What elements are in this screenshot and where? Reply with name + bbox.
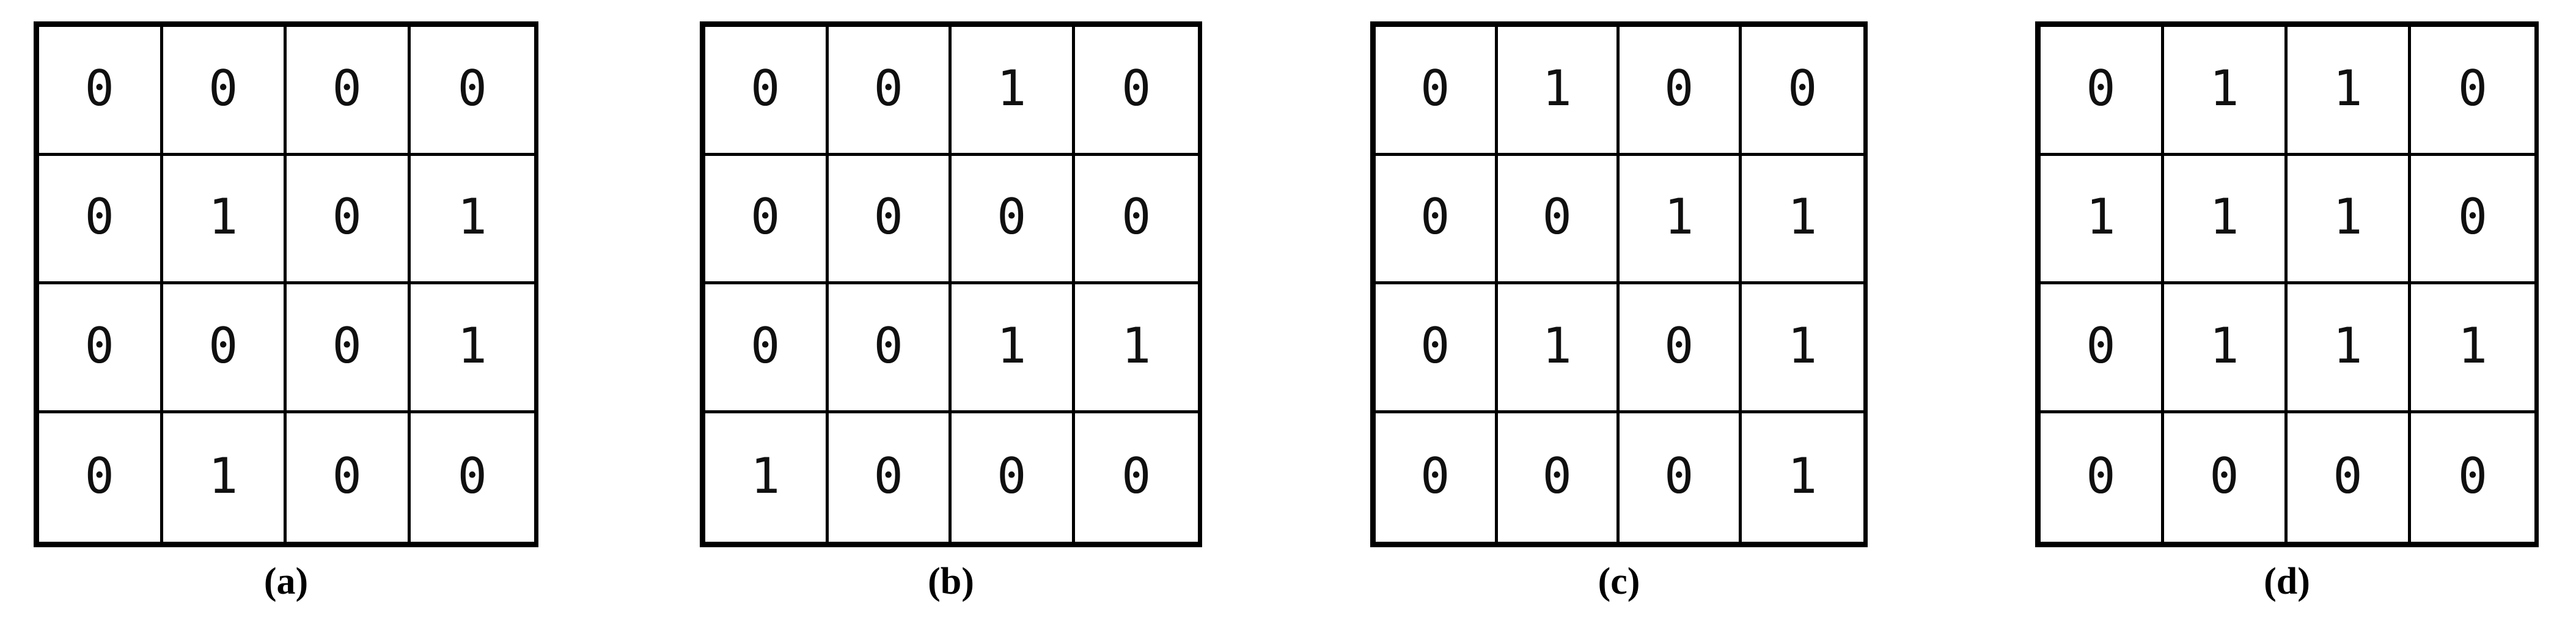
matrix-cell: 1 (1741, 284, 1863, 413)
matrix-cell: 0 (2164, 413, 2288, 542)
matrix-cell: 0 (410, 27, 534, 156)
matrix-cell: 1 (2288, 27, 2411, 156)
matrix-cell: 1 (163, 413, 287, 542)
matrix-cell: 1 (2164, 284, 2288, 413)
matrix-cell: 0 (1376, 27, 1498, 156)
matrix-cell: 0 (39, 284, 163, 413)
matrix-cell: 0 (952, 155, 1075, 284)
matrix-cell: 1 (2164, 155, 2288, 284)
matrix-cell: 1 (163, 155, 287, 284)
matrix-cell: 1 (1497, 27, 1620, 156)
matrix-cell: 0 (2411, 413, 2534, 542)
matrix-cell: 0 (1620, 284, 1742, 413)
matrix-cell: 0 (287, 284, 411, 413)
matrix-cell: 0 (39, 413, 163, 542)
matrix-cell: 1 (1074, 284, 1198, 413)
matrix-cell: 0 (1620, 27, 1742, 156)
matrix-cell: 0 (287, 155, 411, 284)
matrix-cell: 0 (952, 413, 1075, 542)
matrix-cell: 1 (2288, 155, 2411, 284)
matrix-cell: 0 (705, 27, 829, 156)
panel-caption: (b) (928, 561, 974, 602)
matrix-cell: 0 (828, 284, 952, 413)
matrix-cell: 1 (2288, 284, 2411, 413)
matrix-cell: 1 (1497, 284, 1620, 413)
matrix-cell: 1 (410, 284, 534, 413)
matrix-cell: 0 (1376, 413, 1498, 542)
matrix-cell: 0 (1497, 155, 1620, 284)
matrix-cell: 0 (2041, 413, 2164, 542)
matrix-cell: 0 (163, 27, 287, 156)
matrix-cell: 0 (2411, 155, 2534, 284)
matrix-cell: 0 (1376, 284, 1498, 413)
panel-caption: (d) (2264, 561, 2310, 602)
matrix-cell: 1 (2041, 155, 2164, 284)
matrix-cell: 0 (1074, 155, 1198, 284)
panel-caption: (c) (1598, 561, 1640, 602)
matrix-cell: 1 (2164, 27, 2288, 156)
matrix-cell: 0 (287, 413, 411, 542)
matrix-cell: 0 (1741, 27, 1863, 156)
matrix-cell: 0 (2288, 413, 2411, 542)
matrix-cell: 0 (2041, 27, 2164, 156)
matrix-cell: 0 (163, 284, 287, 413)
matrix-cell: 0 (2041, 284, 2164, 413)
matrix-cell: 0 (410, 413, 534, 542)
matrix-cell: 0 (39, 155, 163, 284)
matrix-cell: 0 (828, 27, 952, 156)
matrix-cell: 0 (1376, 155, 1498, 284)
matrix-cell: 0 (828, 155, 952, 284)
matrix-cell: 1 (2411, 284, 2534, 413)
matrix-cell: 1 (952, 27, 1075, 156)
matrix-cell: 0 (705, 155, 829, 284)
matrix-cell: 0 (828, 413, 952, 542)
matrix-cell: 0 (1074, 413, 1198, 542)
matrix-cell: 0 (1497, 413, 1620, 542)
matrix-cell: 0 (1620, 413, 1742, 542)
matrix-cell: 0 (39, 27, 163, 156)
matrix-cell: 1 (1620, 155, 1742, 284)
matrix-cell: 1 (410, 155, 534, 284)
matrix-cell: 1 (1741, 413, 1863, 542)
matrix-cell: 0 (287, 27, 411, 156)
matrix-cell: 1 (952, 284, 1075, 413)
matrix-cell: 0 (705, 284, 829, 413)
matrix-cell: 0 (2411, 27, 2534, 156)
matrix-cell: 1 (705, 413, 829, 542)
matrix-cell: 1 (1741, 155, 1863, 284)
matrix-cell: 0 (1074, 27, 1198, 156)
panel-caption: (a) (263, 561, 309, 602)
